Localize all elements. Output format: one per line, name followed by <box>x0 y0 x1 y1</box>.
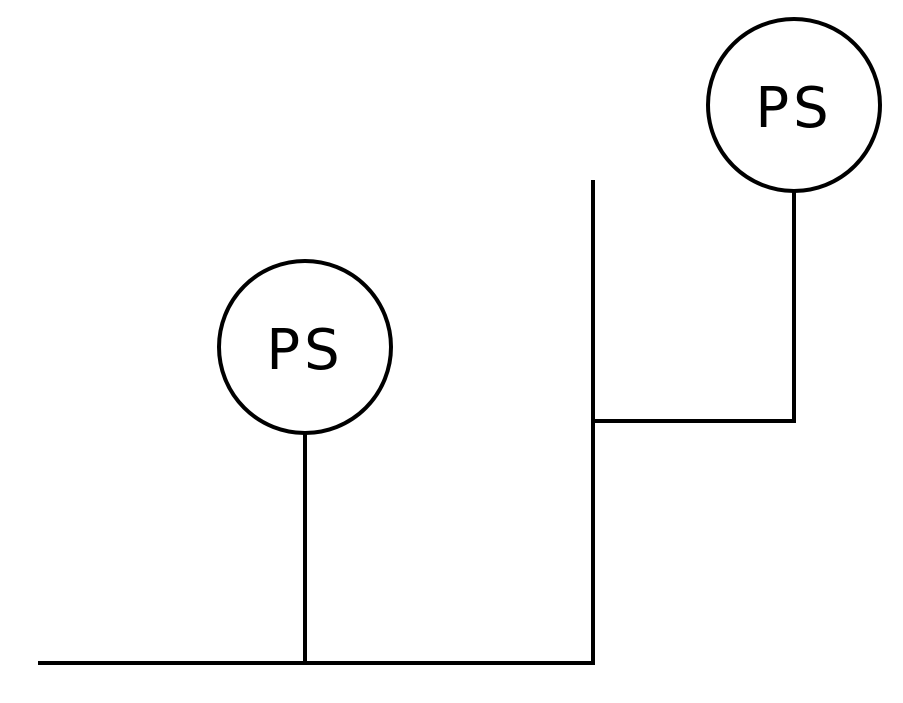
instrument-circle <box>706 17 882 193</box>
instrument-circle <box>217 259 393 435</box>
instrument-tag: PS <box>266 318 343 383</box>
pressure-switch-symbol-right: PS <box>706 17 882 193</box>
instrument-tag: PS <box>755 76 832 141</box>
pressure-switch-symbol-left: PS <box>217 259 393 435</box>
